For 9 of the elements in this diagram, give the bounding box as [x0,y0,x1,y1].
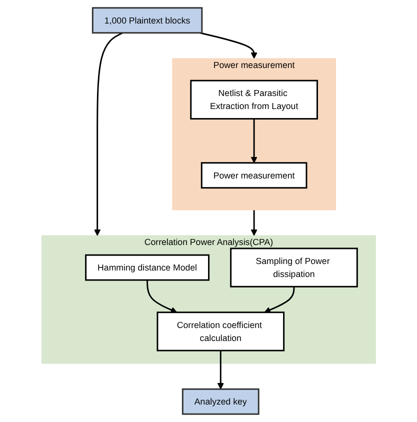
process-box: Sampling of Power dissipation [230,248,358,288]
group-title: Correlation Power Analysis(CPA) [144,237,273,248]
process-box: 1,000 Plaintext blocks [92,7,202,34]
process-box: Hamming distance Model [84,254,210,281]
group-title: Power measurement [213,60,295,70]
process-box: Netlist & Parasitic Extraction from Layout [190,80,318,120]
process-box: Correlation coefficient calculation [156,312,284,352]
process-box: Analyzed key [182,388,260,415]
process-box: Power measurement [200,162,308,189]
